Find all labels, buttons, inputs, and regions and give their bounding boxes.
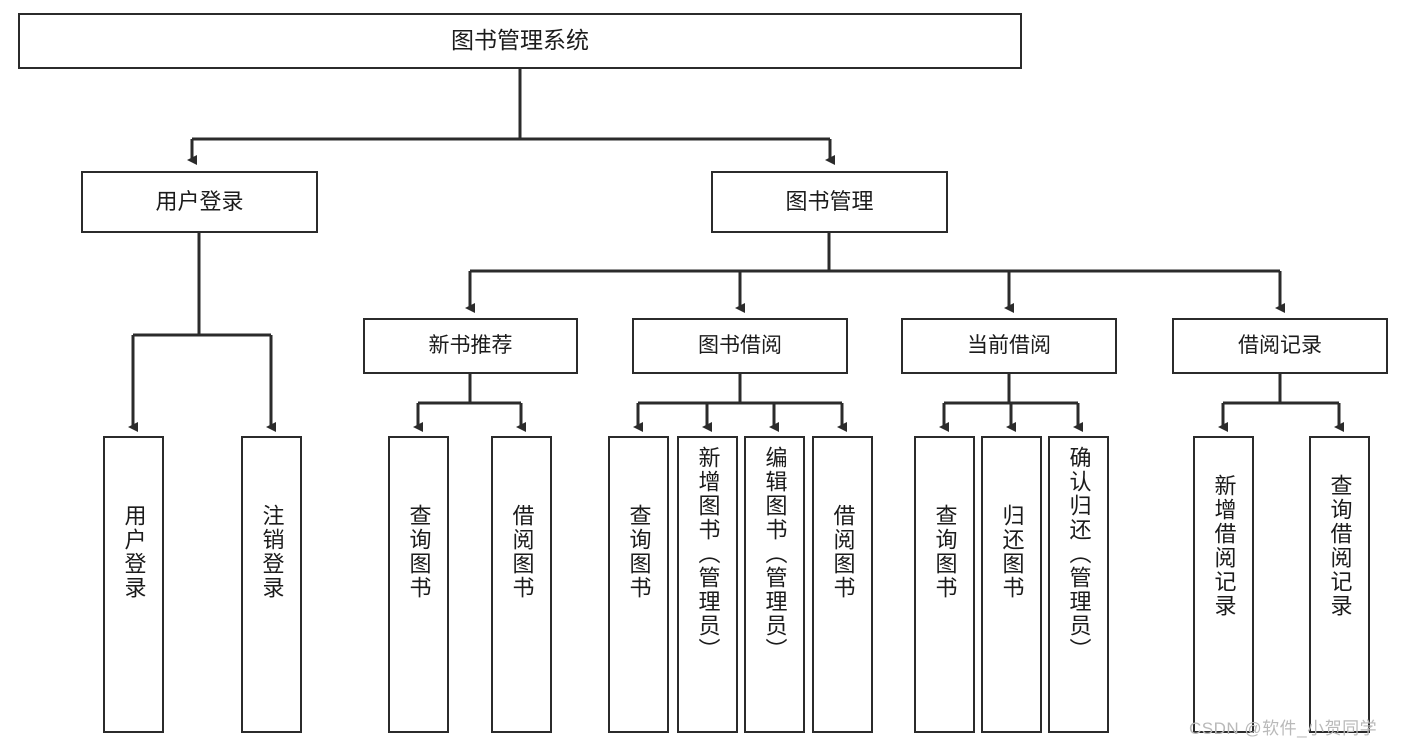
node-label: 当前借阅 (967, 334, 1051, 358)
node-leaf-add-borrow-record[interactable]: 新增借阅记录 (1193, 436, 1254, 733)
node-leaf-query-borrow-record[interactable]: 查询借阅记录 (1309, 436, 1370, 733)
node-label: 用户登录 (121, 504, 147, 600)
node-leaf-edit-book[interactable]: 编辑图书（管理员） (744, 436, 805, 733)
node-leaf-return-book[interactable]: 归还图书 (981, 436, 1042, 733)
node-label: 编辑图书（管理员） (762, 446, 788, 662)
edge-group-book-management (465, 233, 1285, 313)
node-label: 新增图书（管理员） (695, 446, 721, 662)
edge-group-borrow-record (1218, 374, 1344, 432)
node-leaf-query-book-1[interactable]: 查询图书 (388, 436, 449, 733)
node-label: 图书借阅 (698, 334, 782, 358)
node-user-login[interactable]: 用户登录 (81, 171, 318, 233)
node-leaf-query-book-2[interactable]: 查询图书 (608, 436, 669, 733)
edge-group-new-book-recommend (413, 374, 526, 432)
node-label: 借阅记录 (1238, 334, 1322, 358)
node-new-book-recommend[interactable]: 新书推荐 (363, 318, 578, 374)
node-label: 查询借阅记录 (1327, 474, 1353, 618)
node-label: 新书推荐 (428, 334, 513, 358)
node-label: 图书管理系统 (451, 27, 589, 54)
node-label: 查询图书 (932, 504, 958, 600)
node-current-borrow[interactable]: 当前借阅 (901, 318, 1117, 374)
node-label: 新增借阅记录 (1211, 474, 1237, 618)
edge-group-current-borrow (939, 374, 1083, 432)
node-root-system[interactable]: 图书管理系统 (18, 13, 1022, 69)
node-label: 借阅图书 (830, 504, 856, 600)
node-leaf-user-login[interactable]: 用户登录 (103, 436, 164, 733)
node-leaf-borrow-book-2[interactable]: 借阅图书 (812, 436, 873, 733)
node-label: 图书管理 (785, 188, 874, 214)
node-leaf-logout-login[interactable]: 注销登录 (241, 436, 302, 733)
node-leaf-query-book-3[interactable]: 查询图书 (914, 436, 975, 733)
node-label: 确认归还（管理员） (1066, 446, 1092, 662)
node-book-borrow[interactable]: 图书借阅 (632, 318, 848, 374)
node-label: 查询图书 (626, 504, 652, 600)
node-leaf-borrow-book-1[interactable]: 借阅图书 (491, 436, 552, 733)
node-label: 注销登录 (259, 504, 285, 600)
edge-group-book-borrow (633, 374, 847, 432)
node-leaf-add-book[interactable]: 新增图书（管理员） (677, 436, 738, 733)
node-label: 查询图书 (406, 504, 432, 600)
node-leaf-confirm-return[interactable]: 确认归还（管理员） (1048, 436, 1109, 733)
node-label: 用户登录 (155, 188, 244, 214)
node-label: 归还图书 (999, 504, 1025, 600)
edge-group-user-login (128, 233, 276, 432)
edge-group-root (187, 69, 835, 165)
node-label: 借阅图书 (509, 504, 535, 600)
node-book-management[interactable]: 图书管理 (711, 171, 948, 233)
node-borrow-record[interactable]: 借阅记录 (1172, 318, 1388, 374)
